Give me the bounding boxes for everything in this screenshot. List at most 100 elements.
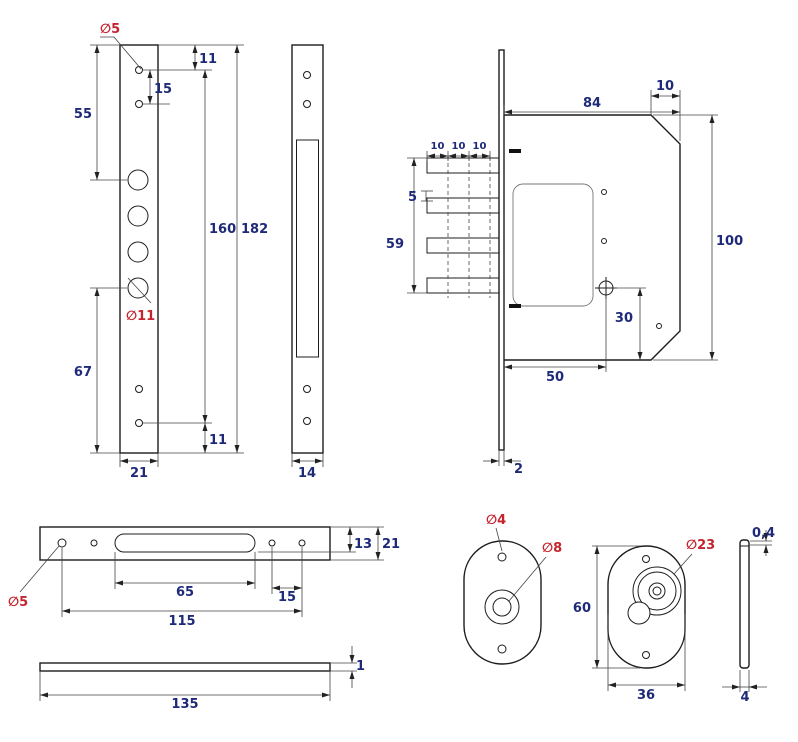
bolt-hole [127,169,149,191]
faceplate-recess [296,139,319,358]
screw-hole [497,644,507,654]
screw-hole [497,552,507,562]
dim-dia-screw-hole: ∅5 [8,595,28,610]
faceplate-edge [498,49,505,451]
strike-plate-side-outline [39,662,331,672]
dim-pin-span: 59 [386,237,404,252]
dim-strike-width: 21 [382,537,400,552]
fixing-hole [656,323,662,329]
dim-pin-pitch-3: 10 [473,141,487,152]
dim-total-height: 182 [241,222,268,237]
screw-hole [57,538,67,548]
escutcheon-cylinder-dimensions [592,545,693,691]
strike-plate-slot [114,533,256,553]
bolt-pin [426,277,500,294]
screw-hole [642,555,650,563]
escutcheon-plain-dimensions [495,527,547,602]
view-lock-body: 10 84 10 10 10 5 59 100 30 50 2 [386,49,743,477]
dim-faceplate-thickness: 2 [514,462,523,477]
leader-line [100,36,142,70]
dim-hole-span: 160 [209,222,236,237]
screw-hole [298,539,306,547]
dim-screw-hole-pitch: 15 [154,82,172,97]
leader-line [495,527,503,552]
strike-plate-outline [39,526,331,561]
screw-hole [303,417,311,425]
dim-pin-pitch-2: 10 [452,141,466,152]
dim-dia-center-hole: ∅8 [542,541,562,556]
faceplate-side-outline [291,44,324,454]
screw-hole [135,385,143,393]
escutcheon-side-dimensions [722,530,772,692]
dim-slot-length: 65 [176,585,194,600]
screw-hole [268,539,276,547]
dim-screw-hole-span: 115 [168,614,195,629]
dim-strike-length: 135 [171,697,198,712]
view-strike-plate-top: ∅5 65 15 115 13 21 [8,526,400,629]
strike-plate-side-dimensions [39,646,357,701]
dim-dia-screw-hole: ∅4 [486,513,506,528]
spindle-hole [492,597,512,617]
dim-pin-offset: 5 [408,190,417,205]
faceplate-side-dimensions [291,453,324,467]
dim-escutcheon-height: 60 [573,601,591,616]
screw-hole [135,66,143,74]
section-mark [509,149,521,153]
bolt-hole [127,205,149,227]
escutcheon-side-outline [739,539,750,669]
dim-body-height: 100 [716,234,743,249]
dim-faceplate-side-width: 14 [298,466,316,481]
view-escutcheon-plain: ∅4 ∅8 [463,513,562,665]
dim-bottom-hole-offset: 11 [209,433,227,448]
dim-top-hole-offset: 11 [199,52,217,67]
view-escutcheon-cylinder: 60 ∅23 36 [573,538,715,703]
screw-hole [135,100,143,108]
dim-slot-edge-offset: 13 [354,537,372,552]
dim-dia-bolt-hole: ∅11 [126,309,155,324]
dim-faceplate-width: 21 [130,466,148,481]
leader-line [19,545,60,593]
bolt-pin [426,157,500,174]
lock-body-outline [504,114,681,361]
dim-backset: 50 [546,370,564,385]
dim-flange-thickness: 0,4 [752,526,775,541]
faceplate-front-dimensions [90,36,244,467]
leader-line [508,556,547,602]
fixing-hole [601,189,607,195]
dim-top-to-first-bolt: 55 [74,107,92,122]
dim-escutcheon-width: 36 [637,688,655,703]
screw-hole [90,539,98,547]
leader-line [673,553,693,575]
view-strike-plate-side: 1 135 [39,646,365,712]
screw-hole [303,71,311,79]
leader-line [127,277,152,304]
dim-screw-hole-pitch: 15 [278,590,296,605]
cylinder-center [652,586,662,596]
dim-chamfer: 10 [656,79,674,94]
bolt-pin [426,237,500,254]
view-escutcheon-side: 0,4 4 [722,526,775,705]
dim-follower-to-bottom: 30 [615,311,633,326]
lock-body-dimensions [407,90,718,466]
dim-dia-screw-hole: ∅5 [100,22,120,37]
view-faceplate-front: ∅5 11 15 55 160 182 ∅11 67 11 21 [74,22,268,481]
bolt-pin [426,197,500,214]
dim-pin-pitch-1: 10 [431,141,445,152]
screw-hole [303,100,311,108]
strike-plate-dimensions [19,526,384,617]
section-mark [509,304,521,308]
keyhole-circle [627,601,651,625]
dim-body-width: 84 [583,96,601,111]
dim-strike-thickness: 1 [356,659,365,674]
dim-dia-cylinder-boss: ∅23 [686,538,715,553]
lock-case-inner-outline [512,183,594,307]
view-faceplate-side: 14 [291,44,324,481]
cylinder-ring [637,571,677,611]
dim-escutcheon-thickness: 4 [740,690,749,705]
screw-hole [642,651,650,659]
dim-bolt-to-bottom: 67 [74,365,92,380]
fixing-hole [601,238,607,244]
bolt-hole [127,241,149,263]
